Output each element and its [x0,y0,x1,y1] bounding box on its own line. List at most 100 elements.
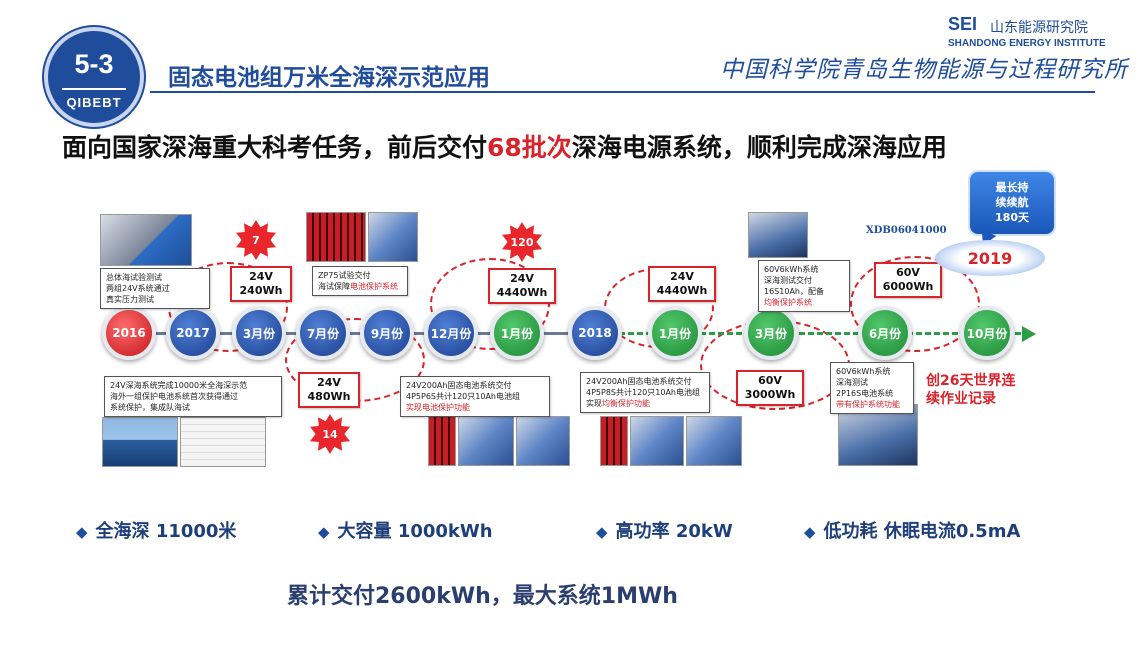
note-line: 24V200Ah固态电池系统交付 [406,381,512,390]
timeline-node: 1月份 [648,306,702,360]
sei-logo-cn: 山东能源研究院 [990,20,1088,36]
callout-line: 最长持 [995,181,1029,194]
callout-line: 续续航 [995,196,1029,209]
pack-photo-5 [686,416,742,466]
timeline-axis-2018-2019 [610,332,1030,335]
feature-text: 全海深 11000米 [95,521,237,542]
timeline-arrow-icon [1022,326,1036,342]
capacity-value: 480Wh [307,390,351,403]
project-code: XDB06041000 [866,225,947,236]
badge-org: QIBEBT [66,95,122,110]
diamond-icon: ◆ [76,523,88,541]
pack-photo-4 [630,416,684,466]
timeline-node: 2018 [568,306,622,360]
timeline-node: 1月份 [490,306,544,360]
diamond-icon: ◆ [804,523,816,541]
note-line: 16S10Ah，配备 [764,287,824,296]
capacity-value: 3000Wh [744,388,796,401]
milestone-note: 60V6kWh系统 深海测试 2P16S电池系统 带有保护系统功能 [830,362,914,414]
institute-badge: 5-3 QIBEBT [44,27,144,127]
diamond-icon: ◆ [318,523,330,541]
feature-capacity: ◆ 大容量 1000kWh [318,517,493,543]
milestone-note: ZP75试验交付 海试保障电池保护系统 [312,266,408,296]
battery-module-photo [748,212,808,258]
delivery-count-star: 120 [502,222,542,262]
note-line: 60V6kWh系统 [764,265,819,274]
badge-number: 5-3 [74,49,114,79]
note-highlight: 均衡保护功能 [602,399,650,408]
voltage-value: 60V [896,266,920,279]
note-line: 总体海试验测试 [106,273,162,282]
note-line: 海外一组保护电池系统首次获得通过 [110,392,238,401]
world-record-text: 创26天世界连 续作业记录 [926,372,1015,408]
diamond-icon: ◆ [596,523,608,541]
timeline-node: 3月份 [744,306,798,360]
timeline-node: 2017 [166,306,220,360]
timeline-node: 3月份 [232,306,286,360]
feature-text: 大容量 1000kWh [337,521,493,542]
milestone-note: 24V200Ah固态电池系统交付 4P5P6S共计120只10Ah电池组 实现电… [400,376,550,417]
voltage-value: 24V [317,376,341,389]
capacity-value: 4440Wh [656,284,708,297]
capacity-value: 4440Wh [496,286,548,299]
lab-equipment-photo [100,214,192,266]
connector-arc-3 [430,258,550,350]
note-line: 60V6kWh系统 [836,367,891,376]
cells-photo-3 [600,416,628,466]
note-line: ZP75试验交付 [318,271,371,280]
year-2019-oval: 2019 [935,240,1045,276]
voltage-value: 24V [670,270,694,283]
note-line: 两组24V系统通过 [106,284,170,293]
milestone-note: 24V200Ah固态电池系统交付 4P5P8S共计120只10Ah电池组 实现均… [580,372,710,413]
voltage-box: 24V 4440Wh [488,268,556,304]
note-text: 实现 [586,399,602,408]
milestone-note: 60V6kWh系统 深海测试交付 16S10Ah，配备 均衡保护系统 [758,260,850,312]
headline: 面向国家深海重大科考任务，前后交付68批次深海电源系统，顺利完成深海应用 [62,128,947,164]
note-line: 实现均衡保护功能 [586,398,704,409]
endurance-callout: 最长持 续续航 180天 [968,170,1056,236]
feature-low-power: ◆低功耗 休眠电流0.5mA [804,517,1020,543]
record-line: 创26天世界连 [926,373,1016,389]
pack-photo-3 [516,416,570,466]
voltage-box: 24V 240Wh [230,266,292,302]
note-line: 真实压力测试 [106,295,154,304]
capacity-value: 6000Wh [882,280,934,293]
note-line: 深海测试交付 [764,276,812,285]
feature-depth: ◆ 全海深 11000米 [76,517,236,543]
institute-calligraphy: 中国科学院青岛生物能源与过程研究所 [720,57,1128,83]
sei-logo-en: SHANDONG ENERGY INSTITUTE [948,38,1106,49]
milestone-note: 总体海试验测试 两组24V系统通过 真实压力测试 [100,268,210,309]
pack-photo-2 [458,416,514,466]
note-line: 海试保障电池保护系统 [318,281,402,292]
note-highlight: 实现电池保护功能 [406,403,470,412]
sei-logo: SEI [948,14,978,34]
note-line: 深海测试 [836,378,868,387]
cells-photo-2 [428,416,456,466]
voltage-box: 24V 480Wh [298,372,360,408]
record-line: 续作业记录 [926,391,996,407]
feature-power: ◆ 高功率 20kW [596,517,733,543]
note-line: 系统保护，集成队海试 [110,403,190,412]
page-title: 固态电池组万米全海深示范应用 [168,65,490,91]
note-highlight: 电池保护系统 [350,282,398,291]
timeline-node: 9月份 [360,306,414,360]
capacity-value: 240Wh [239,284,283,297]
battery-pack-photo [368,212,418,262]
summary-text: 累计交付2600kWh，最大系统1MWh [287,584,678,609]
timeline-node: 7月份 [296,306,350,360]
note-line: 24V200Ah固态电池系统交付 [586,377,692,386]
note-line: 4P5P6S共计120只10Ah电池组 [406,392,520,401]
timeline-node: 10月份 [960,306,1014,360]
timeline-node: 6月份 [858,306,912,360]
headline-highlight: 68批次 [487,133,572,162]
note-line: 2P16S电池系统 [836,389,894,398]
delivery-count-star: 7 [236,220,276,260]
certificate-photo [180,417,266,467]
milestone-note: 24V深海系统完成10000米全海深示范 海外一组保护电池系统首次获得通过 系统… [104,376,282,417]
voltage-box: 60V 6000Wh [874,262,942,298]
voltage-value: 24V [249,270,273,283]
feature-text: 高功率 20kW [615,521,733,542]
battery-cells-photo [306,212,366,262]
note-line: 24V深海系统完成10000米全海深示范 [110,381,248,390]
delivery-count-star: 14 [310,414,350,454]
